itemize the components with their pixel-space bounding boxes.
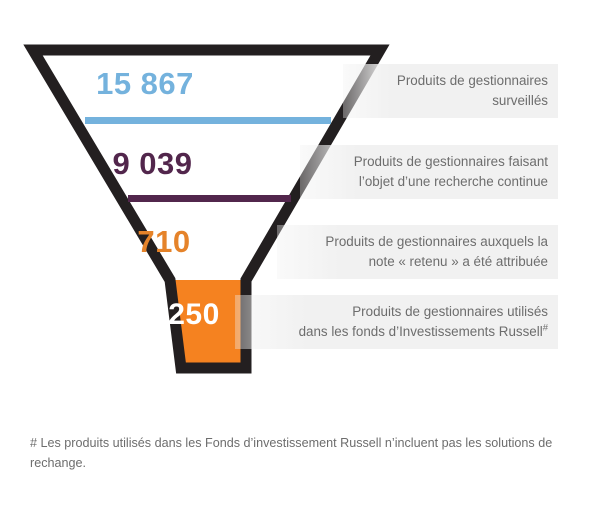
funnel-label-4-text: dans les fonds d’Investissements Russell	[298, 323, 543, 339]
funnel-outline	[23, 44, 390, 374]
funnel-label-2-line-2: l’objet d’une recherche continue	[358, 173, 548, 189]
funnel-graphic	[23, 44, 390, 374]
funnel-label-3-line-1: Produits de gestionnaires auxquels la	[325, 234, 548, 249]
funnel-label-2: Produits de gestionnaires faisant l’obje…	[300, 145, 558, 200]
funnel-neck-fill	[170, 280, 246, 368]
divider-blue	[85, 117, 331, 124]
footnote-marker-icon: #	[542, 322, 548, 334]
funnel-value-3: 710	[137, 224, 191, 259]
funnel-label-4-line-2: dans les fonds d’Investissements Russell…	[247, 322, 548, 342]
funnel-label-3-line-2: note « retenu » a été attribuée	[368, 253, 548, 269]
funnel-label-2-line-1: Produits de gestionnaires faisant	[353, 154, 548, 169]
funnel-label-3: Produits de gestionnaires auxquels la no…	[277, 225, 558, 280]
funnel-value-2: 9 039	[112, 146, 193, 181]
footnote-text: # Les produits utilisés dans les Fonds d…	[30, 436, 553, 470]
funnel-value-4: 250	[168, 298, 220, 331]
funnel-value-1: 15 867	[96, 66, 194, 101]
divider-purple	[128, 195, 291, 202]
funnel-label-4-line-1: Produits de gestionnaires utilisés	[352, 304, 548, 319]
funnel-label-1-line-2: surveillés	[492, 92, 548, 108]
funnel-label-1-line-1: Produits de gestionnaires	[396, 73, 548, 88]
funnel-label-4: Produits de gestionnaires utilisés dans …	[235, 295, 558, 350]
funnel-label-1: Produits de gestionnaires surveillés	[343, 64, 558, 119]
